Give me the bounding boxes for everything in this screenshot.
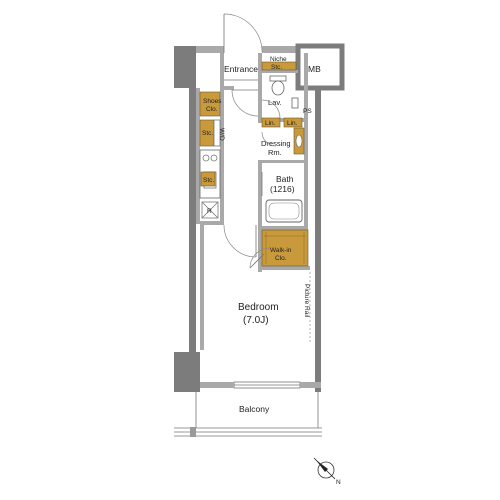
- bedroom-label-line2: (7.0J): [243, 315, 269, 326]
- wall-south-right: [300, 382, 321, 388]
- wall-dressing-east: [304, 53, 308, 243]
- refrigerator-cross-2: [201, 201, 219, 219]
- balcony-post-left: [190, 427, 196, 437]
- entrance-label: Entrance: [224, 64, 258, 74]
- linen-1: [261, 117, 281, 128]
- mb-label: MB: [308, 64, 321, 74]
- north-arrow-shaft: [313, 457, 336, 480]
- washer-dryer-space: [213, 119, 221, 147]
- picture-rail-label: Picture Rail: [303, 284, 310, 318]
- shoes-label-line1: Shoes: [203, 98, 222, 105]
- toilet-tank: [269, 75, 287, 82]
- lav-label: Lav.: [268, 98, 282, 107]
- wall-niche-bottom: [262, 70, 298, 73]
- vanity-basin: [295, 134, 303, 148]
- niche-storage: [261, 61, 297, 71]
- wall-walkin-bottom: [262, 266, 310, 270]
- wall-entrance-south: [224, 86, 234, 90]
- wall-bath-top: [262, 160, 306, 163]
- column-bottom-left: [174, 352, 200, 392]
- wall-west: [189, 46, 196, 391]
- balcony-label: Balcony: [239, 404, 270, 414]
- shoes-closet: [199, 91, 221, 117]
- walkin-label-line2: Clo.: [275, 255, 287, 262]
- wall-lav-west: [258, 53, 262, 123]
- wall-lav-south: [258, 118, 306, 122]
- wall-entrance-west: [220, 53, 224, 223]
- bath-label-line1: Bath: [276, 174, 294, 184]
- dressing-label-line1: Dressing: [261, 139, 291, 148]
- wall-north-top: [196, 46, 224, 53]
- dressing-label-line2: Rm.: [268, 148, 282, 157]
- bath-label-line2: (1216): [270, 184, 295, 194]
- linen-1-label: Lin.: [265, 120, 276, 127]
- stove-burner-1: [202, 154, 210, 162]
- north-arrow-label: N: [336, 479, 341, 486]
- wall-north-right: [262, 46, 304, 53]
- stove-burner-2: [210, 154, 218, 162]
- bedroom-door-arc: [223, 224, 257, 258]
- dressing-door-arc: [261, 131, 277, 147]
- wall-bath-bottom: [262, 226, 306, 230]
- north-arrow-icon: [313, 457, 336, 480]
- corridor-door-arc: [231, 89, 259, 117]
- toilet-bowl: [271, 80, 285, 96]
- linen-2: [283, 117, 303, 128]
- lav-door-arc: [261, 99, 281, 119]
- wall-walkin-west: [258, 160, 262, 272]
- wall-bedroom-top-left: [200, 221, 224, 225]
- lav-sink: [291, 97, 299, 109]
- shoes-label-line2: Clo.: [206, 106, 218, 113]
- walkin-label-line1: Walk-in: [270, 247, 292, 254]
- kitchen-stc-label: Stc.: [203, 177, 214, 184]
- refrigerator-label: R: [207, 208, 212, 215]
- wall-bedroom-west: [200, 225, 204, 350]
- kitchen-storage: [200, 171, 216, 187]
- ps-label: PS: [303, 108, 312, 115]
- linen-2-label: Lin.: [287, 120, 298, 127]
- bathtub-inner: [268, 202, 300, 220]
- entrance-door-arc: [223, 13, 263, 53]
- stc-label: Stc.: [202, 130, 213, 137]
- wall-east: [315, 82, 321, 392]
- niche-label-line1: Niche: [270, 56, 287, 63]
- bedroom-label-line1: Bedroom: [238, 302, 279, 313]
- walkin-door-leaf: [249, 253, 265, 269]
- wall-south: [200, 382, 234, 388]
- niche-label-line2: Stc.: [271, 64, 282, 71]
- north-arrow-ring: [317, 461, 335, 479]
- wall-corridor-west: [196, 88, 200, 224]
- wd-label: W/D: [218, 128, 225, 141]
